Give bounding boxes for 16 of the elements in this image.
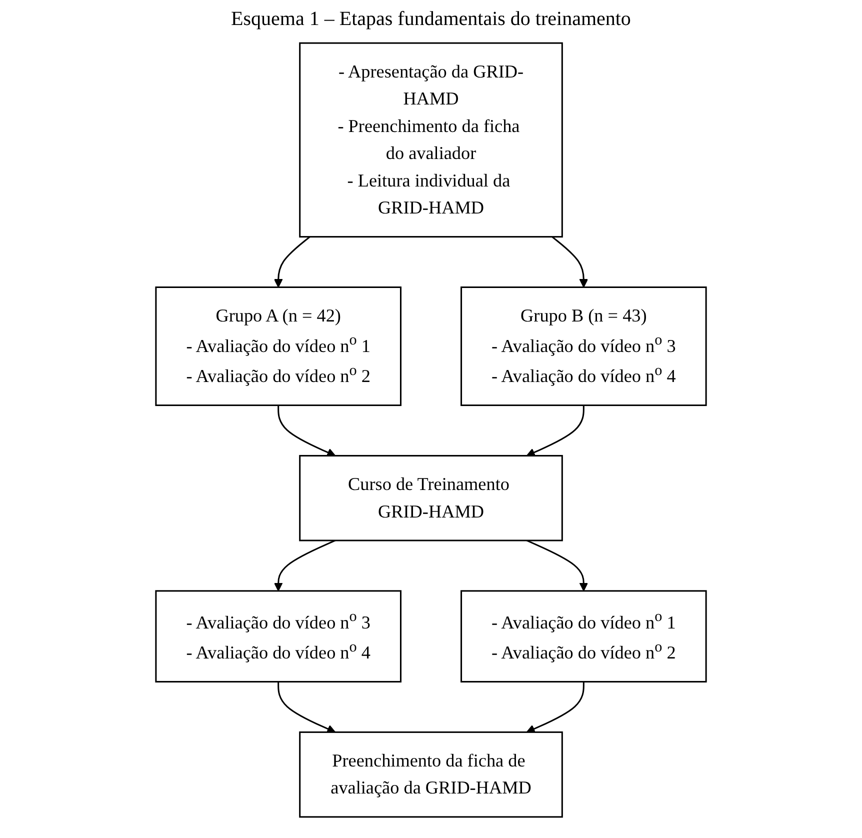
- node-box: Grupo A (n = 42) - Avaliação do vídeo n$^{o}$ 1 - Avaliação do vídeo n$^{o}$ 2: [155, 286, 402, 406]
- node-box: - Avaliação do vídeo n$^{o}$ 3 - Avaliação do vídeo n$^{o}$ 4: [155, 590, 402, 682]
- node-box: - Avaliação do vídeo n$^{o}$ 1 - Avaliação do vídeo n$^{o}$ 2: [460, 590, 707, 682]
- node-box: - Apresentação da GRID-HAMD - Preenchimento da ficha do avaliador - Leitura individual da GRID-HAMD: [299, 42, 563, 238]
- diagram-title: Esquema 1 – Etapas fundamentais do treinamento: [230, 8, 632, 31]
- arrow: [526, 405, 584, 457]
- arrow: [552, 236, 588, 288]
- arrow: [278, 682, 336, 733]
- node-box: Preenchimento da ficha de avaliação da GRID-HAMD: [299, 731, 563, 818]
- node-box: Curso de Treinamento GRID-HAMD: [299, 454, 563, 542]
- arrow: [278, 405, 336, 457]
- node-box: Grupo B (n = 43) - Avaliação do vídeo n$^{o}$ 3 - Avaliação do vídeo n$^{o}$ 4: [460, 286, 707, 406]
- arrow: [526, 540, 588, 592]
- arrow: [274, 236, 310, 288]
- arrow: [526, 682, 584, 733]
- arrow: [274, 540, 336, 592]
